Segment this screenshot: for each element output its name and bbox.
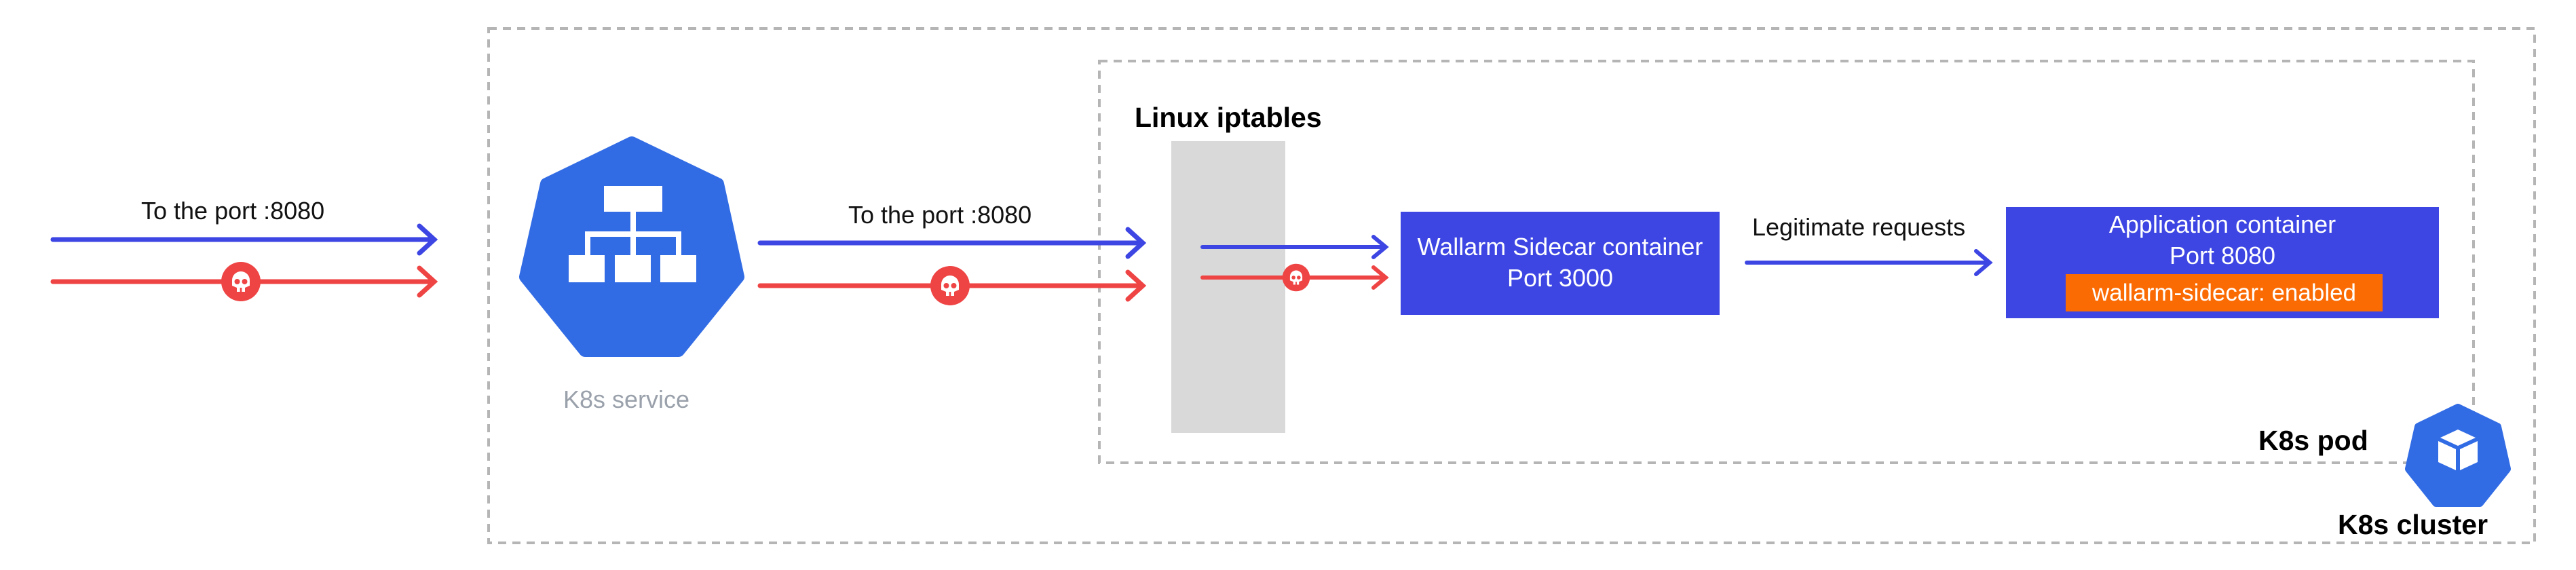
iptables-bar — [1171, 141, 1285, 433]
sidecar-container: Wallarm Sidecar container Port 3000 — [1401, 212, 1720, 315]
port-label-mid: To the port :8080 — [848, 201, 1032, 229]
legit-arrow-left — [50, 223, 438, 256]
service-label: K8s service — [563, 385, 690, 413]
iptables-title: Linux iptables — [1135, 102, 1322, 133]
app-title: Application container — [2108, 210, 2336, 238]
k8s-cluster-boundary — [487, 27, 2536, 544]
pod-label: K8s pod — [2258, 425, 2368, 456]
port-label-left: To the port :8080 — [141, 197, 325, 225]
skull-icon — [930, 266, 970, 305]
legit-arrow-iptables — [1200, 235, 1389, 259]
legit-arrow-mid — [757, 227, 1147, 259]
k8s-service-icon — [519, 136, 744, 357]
sidecar-enabled-badge: wallarm-sidecar: enabled — [2066, 274, 2383, 311]
skull-icon — [221, 262, 261, 301]
cluster-label: K8s cluster — [2338, 509, 2488, 540]
app-port: Port 8080 — [2169, 242, 2276, 269]
sidecar-port: Port 3000 — [1507, 264, 1614, 292]
k8s-pod-boundary — [1098, 60, 2475, 464]
sidecar-title: Wallarm Sidecar container — [1417, 233, 1703, 261]
legit-arrow-to-app — [1745, 249, 1993, 276]
legitimate-requests-label: Legitimate requests — [1752, 213, 1966, 241]
k8s-pod-icon — [2405, 404, 2511, 507]
skull-icon — [1282, 263, 1310, 292]
